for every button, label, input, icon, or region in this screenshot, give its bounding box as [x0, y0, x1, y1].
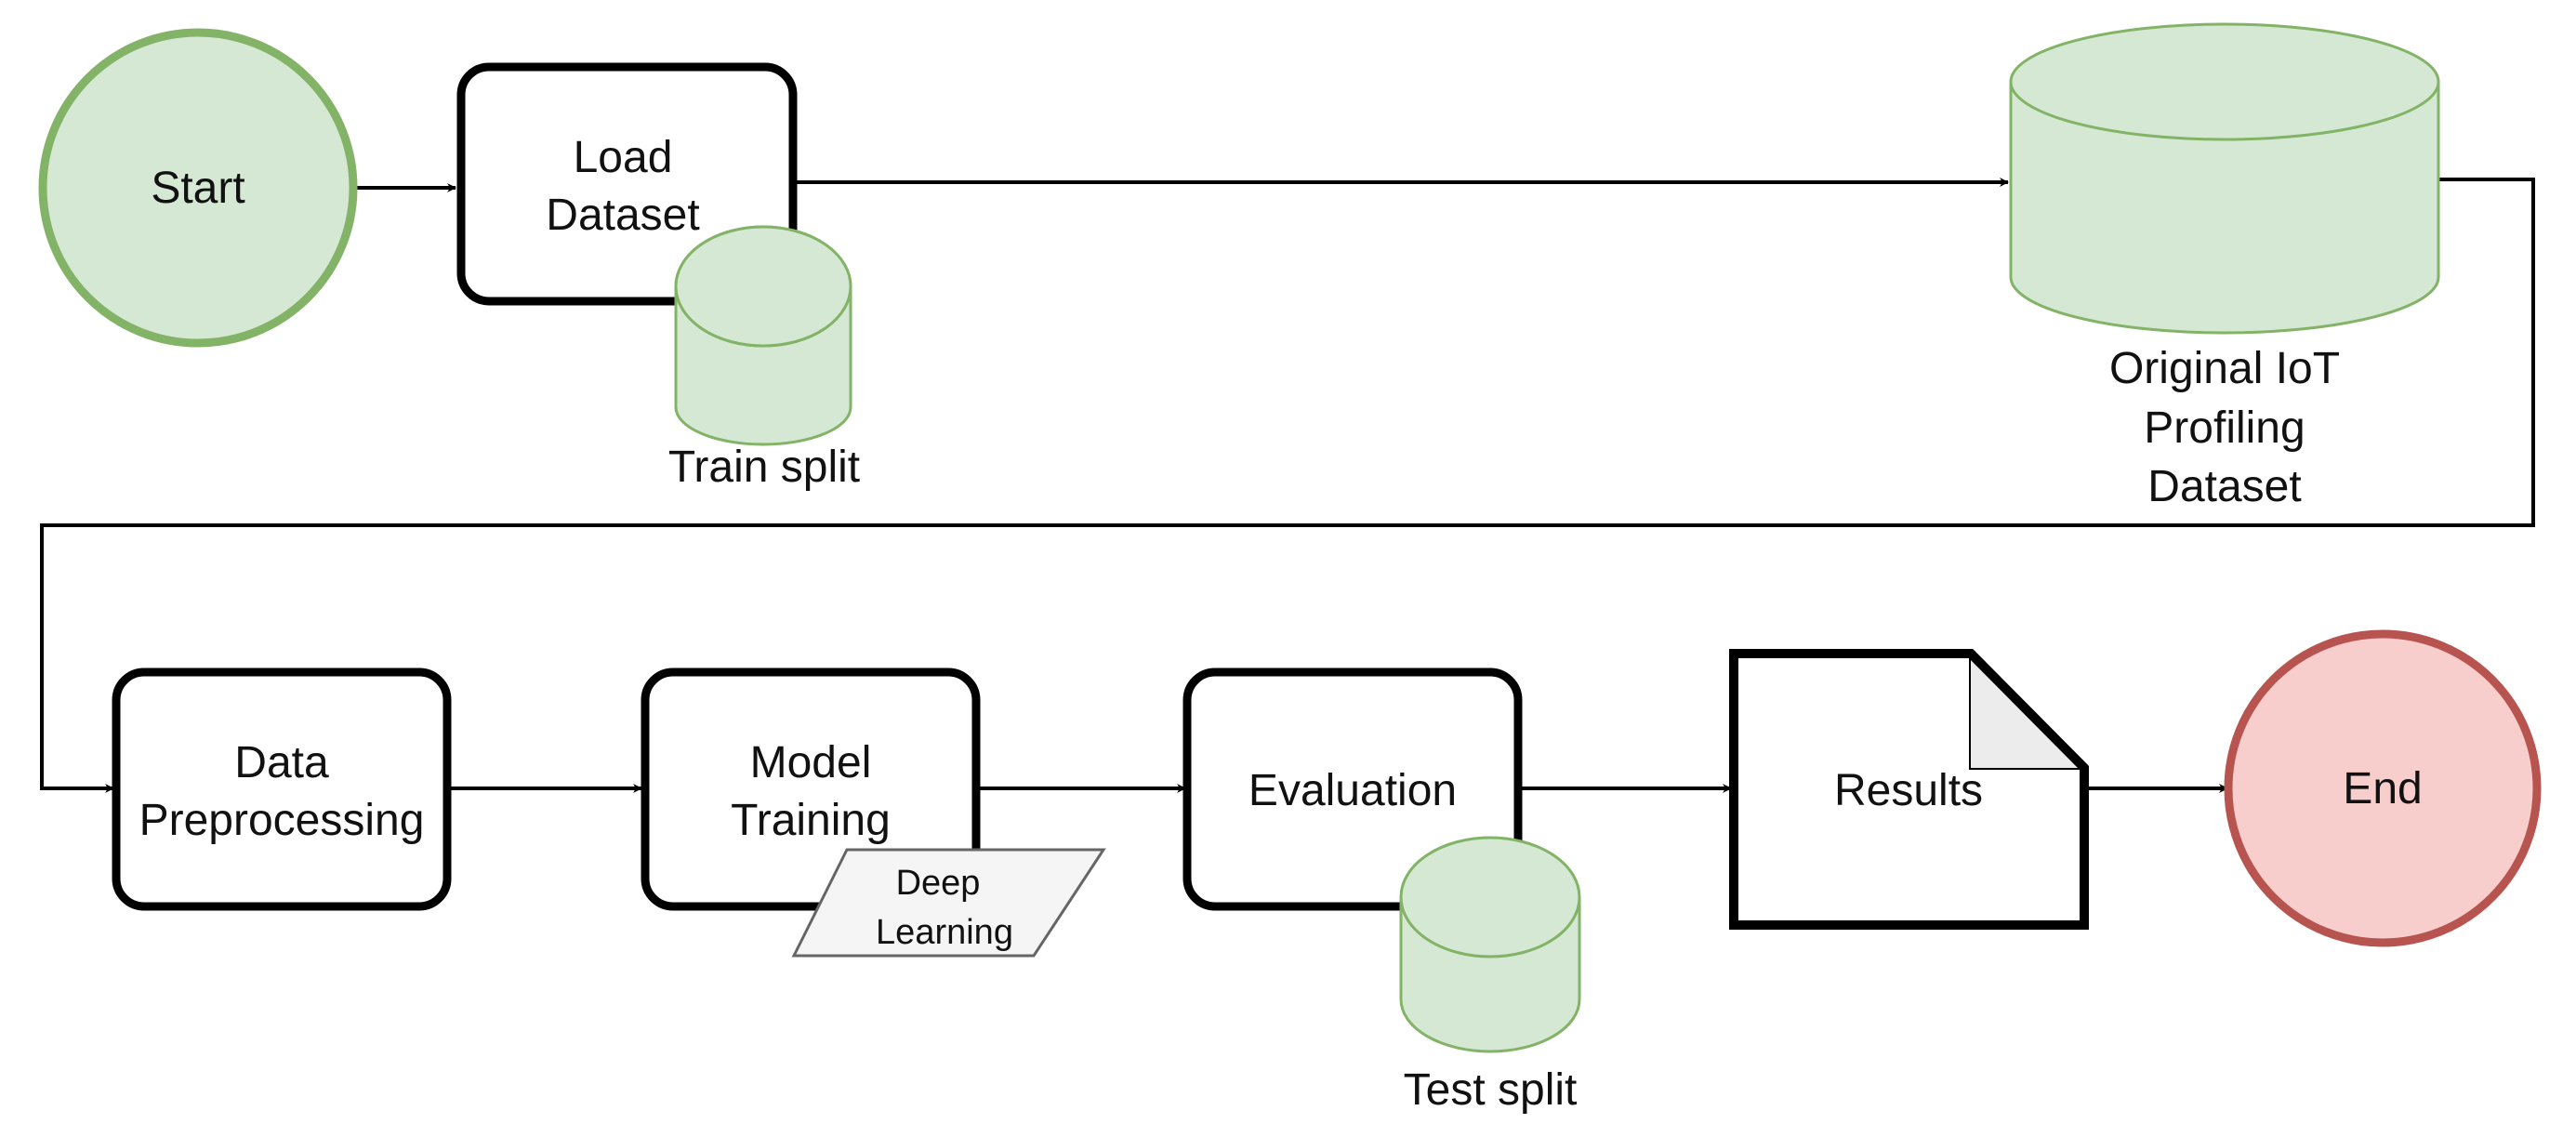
data-preprocessing-node: Data Preprocessing [112, 668, 452, 911]
original-dataset-node: Original IoT Profiling Dataset [2009, 22, 2440, 511]
results-label: Results [1834, 766, 1983, 815]
end-node: End [2224, 629, 2542, 947]
load-dataset-label-line1: Load [574, 133, 673, 182]
model-training-node: Model Training [641, 668, 981, 911]
model-training-label-line1: Model [750, 738, 872, 787]
start-node: Start [38, 28, 358, 348]
deep-learning-label-line1: Deep [896, 864, 981, 903]
start-label: Start [151, 164, 244, 213]
data-preprocessing-label-line2: Preprocessing [139, 796, 425, 845]
end-label: End [2343, 764, 2422, 813]
train-split-node: Train split [668, 225, 860, 492]
evaluation-node: Evaluation [1182, 668, 1523, 911]
original-dataset-label-line2: Profiling [2144, 403, 2305, 453]
deep-learning-node: Deep Learning [791, 848, 1106, 958]
evaluation-label: Evaluation [1248, 766, 1457, 815]
data-preprocessing-label-line1: Data [234, 738, 329, 787]
train-split-label: Train split [668, 443, 860, 492]
original-dataset-label-line1: Original IoT [2109, 344, 2340, 393]
load-dataset-label-line2: Dataset [546, 191, 699, 240]
edge-original-dataset-to-preprocessing [40, 178, 2535, 793]
results-node: Results [1729, 649, 2089, 930]
original-dataset-label-line3: Dataset [2147, 462, 2301, 511]
test-split-node: Test split [1399, 836, 1581, 1115]
deep-learning-label-line2: Learning [876, 913, 1013, 952]
model-training-label-line2: Training [731, 796, 891, 845]
test-split-label: Test split [1404, 1065, 1578, 1115]
